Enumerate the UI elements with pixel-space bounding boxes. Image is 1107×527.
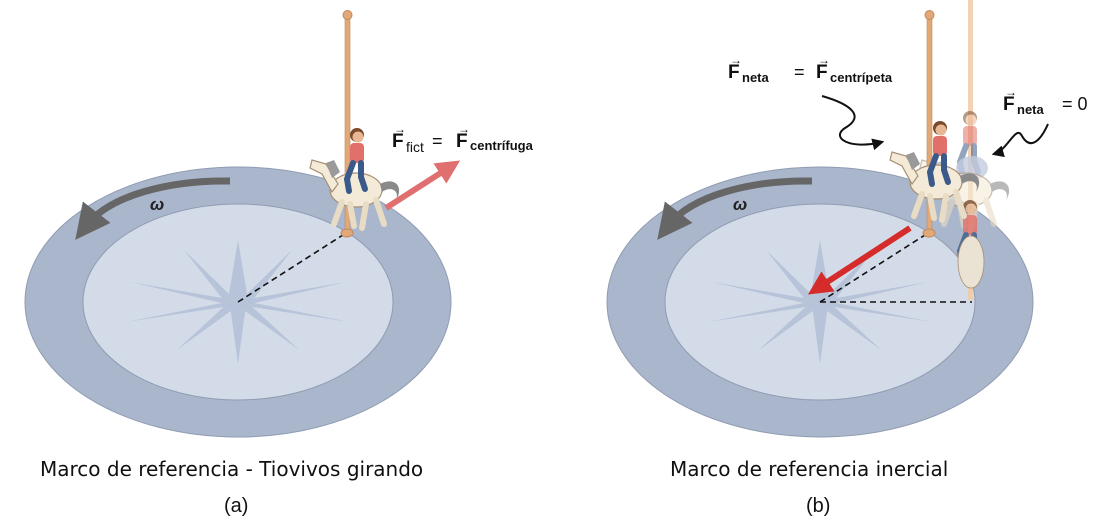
svg-text:F: F bbox=[816, 62, 828, 83]
svg-text:→: → bbox=[394, 122, 406, 136]
centripetal-arrow-b bbox=[807, 225, 912, 295]
centrifugal-arrow-a bbox=[384, 160, 461, 211]
force-net-zero: = 0 bbox=[1062, 94, 1088, 114]
equals-b: = bbox=[794, 62, 805, 82]
pole-base-a bbox=[340, 228, 354, 238]
force-fict-sub: fict bbox=[406, 139, 424, 155]
force-centripetal-sub: centrípeta bbox=[830, 70, 893, 85]
rotation-arrow-b bbox=[657, 177, 813, 240]
panel-b: ω F → neta = F → centrípeta bbox=[606, 0, 1088, 438]
force-net-sub-2: neta bbox=[1017, 102, 1045, 117]
svg-text:→: → bbox=[818, 53, 830, 67]
panel-label-a: (a) bbox=[224, 495, 249, 517]
pole-top-a bbox=[342, 10, 353, 20]
svg-text:F: F bbox=[728, 62, 740, 83]
svg-text:F: F bbox=[392, 131, 404, 152]
horse-faded-bottom-b bbox=[957, 235, 985, 289]
force-centrifugal-sub: centrífuga bbox=[470, 138, 534, 153]
rotation-arrow-a bbox=[75, 177, 231, 240]
squiggle-pointer-2 bbox=[991, 123, 1049, 158]
caption-a: Marco de referencia - Tiovivos girando bbox=[40, 457, 424, 481]
squiggle-pointer-1 bbox=[821, 95, 885, 151]
panel-label-b: (b) bbox=[806, 495, 831, 517]
force-net-symbol-2: F bbox=[1003, 94, 1015, 115]
caption-b: Marco de referencia inercial bbox=[670, 457, 949, 481]
svg-text:F: F bbox=[456, 131, 468, 152]
force-fict-symbol: F bbox=[392, 131, 404, 152]
omega-label-a: ω bbox=[150, 195, 164, 214]
force-centrifugal-symbol: F bbox=[456, 131, 468, 152]
radius-dash-b bbox=[819, 232, 929, 303]
radius-dash-a bbox=[237, 232, 347, 303]
formula-b2: F → neta = 0 bbox=[1003, 85, 1088, 117]
svg-text:→: → bbox=[458, 122, 470, 136]
panel-a: ω F → fict = F → centrífuga bbox=[24, 10, 534, 438]
equals-a: = bbox=[432, 131, 443, 151]
formula-a: F → fict = F → centrífuga bbox=[392, 122, 534, 155]
formula-b1: F → neta = F → centrípeta bbox=[728, 53, 893, 85]
svg-text:→: → bbox=[1005, 85, 1017, 99]
svg-text:→: → bbox=[730, 53, 742, 67]
force-centripetal-symbol: F bbox=[816, 62, 828, 83]
pole-top-b bbox=[924, 10, 935, 20]
force-net-sub-1: neta bbox=[742, 70, 770, 85]
omega-label-b: ω bbox=[733, 195, 747, 214]
svg-text:F: F bbox=[1003, 94, 1015, 115]
pole-base-b bbox=[922, 228, 936, 238]
force-net-symbol-1: F bbox=[728, 62, 740, 83]
pole-faded-b bbox=[968, 0, 973, 300]
